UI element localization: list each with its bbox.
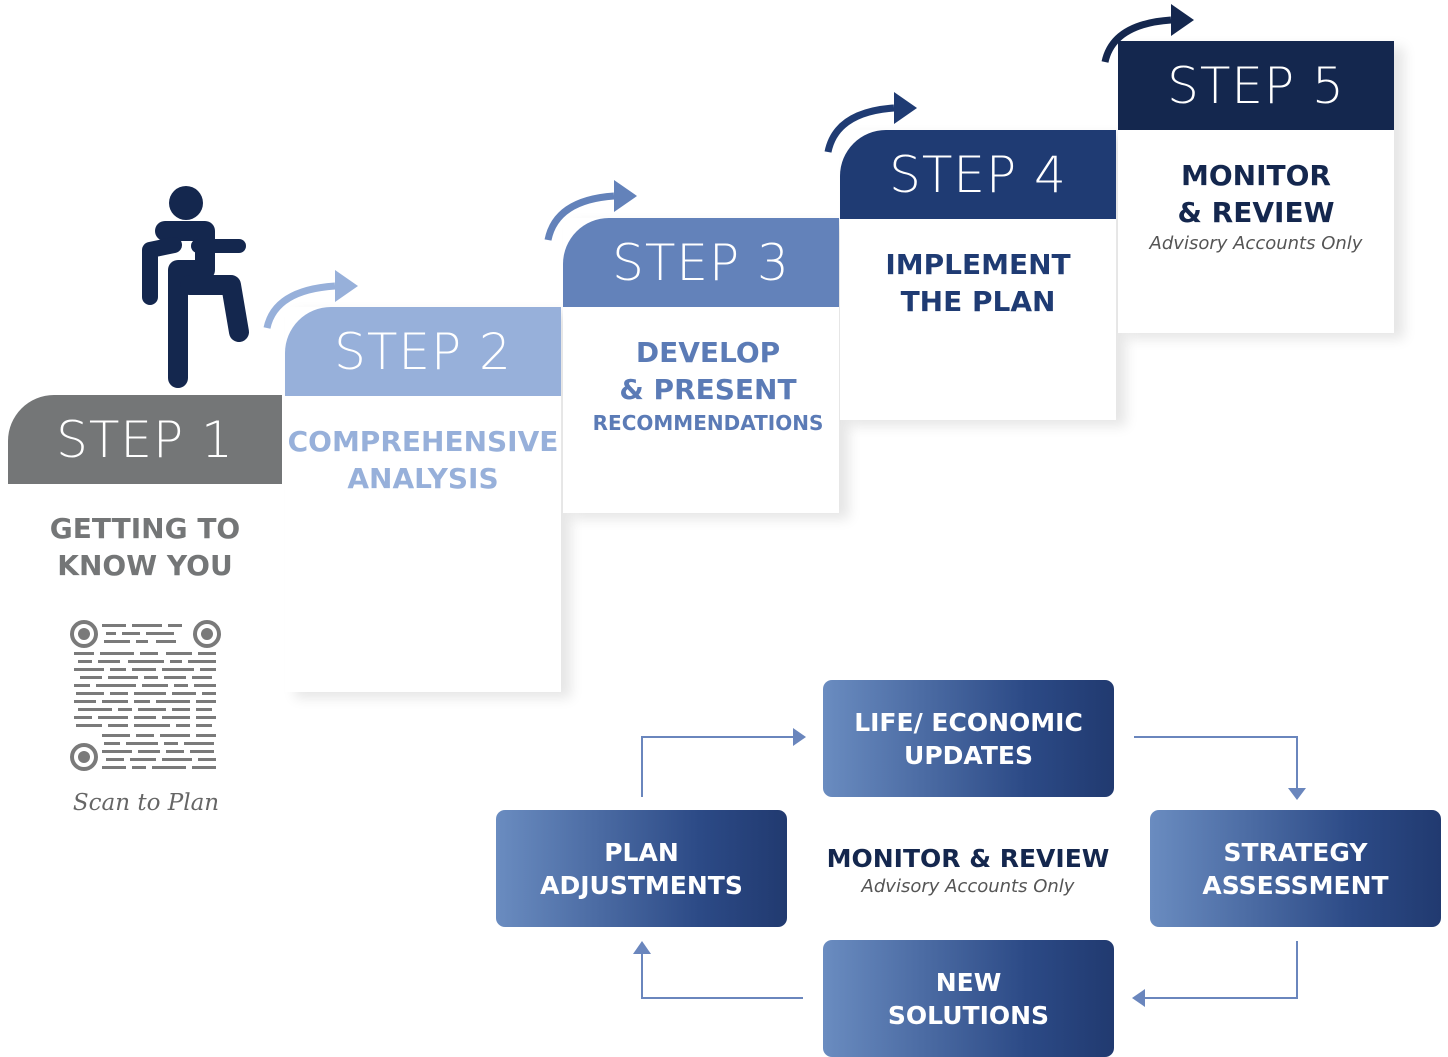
step-3-title-line1: DEVELOP [635, 336, 781, 369]
cycle-box-strategy-assessment: STRATEGY ASSESSMENT [1150, 810, 1441, 927]
step-5-title-line2: & REVIEW [1177, 196, 1335, 229]
step-5-label: STEP 5 [1167, 56, 1345, 115]
step-2-title: COMPREHENSIVE ANALYSIS [285, 423, 561, 497]
step-4-label: STEP 4 [889, 145, 1067, 204]
qr-code-icon [70, 620, 221, 771]
cycle-center-label: MONITOR & REVIEW Advisory Accounts Only [820, 843, 1116, 899]
cycle-arrow-icon [1134, 736, 1306, 800]
cycle-box-line: ADJUSTMENTS [540, 870, 743, 900]
step-3-header: STEP 3 [563, 218, 839, 307]
cycle-box-line: NEW [935, 967, 1002, 997]
cycle-box-new-solutions: NEW SOLUTIONS [823, 940, 1114, 1057]
step-5-title: MONITOR & REVIEW Advisory Accounts Only [1118, 157, 1394, 257]
step-4-header: STEP 4 [840, 130, 1116, 219]
step-1-header: STEP 1 [8, 395, 282, 484]
cycle-box-plan-adjustments: PLAN ADJUSTMENTS [496, 810, 787, 927]
cycle-arrow-icon [641, 728, 806, 797]
step-5-subtitle: Advisory Accounts Only [1149, 233, 1363, 254]
step-4-title-line1: IMPLEMENT [885, 248, 1071, 281]
qr-caption: Scan to Plan [72, 790, 220, 816]
step-1-title: GETTING TO KNOW YOU [8, 510, 282, 584]
step-1-label: STEP 1 [56, 410, 234, 469]
step-2-header: STEP 2 [285, 307, 561, 396]
step-5-header: STEP 5 [1118, 41, 1394, 130]
cycle-box-line: PLAN [604, 837, 679, 867]
cycle-box-life-economic-updates: LIFE/ ECONOMIC UPDATES [823, 680, 1114, 797]
cycle-box-line: UPDATES [904, 740, 1033, 770]
cycle-box-line: ASSESSMENT [1202, 870, 1389, 900]
step-4-title: IMPLEMENT THE PLAN [840, 246, 1116, 320]
step-2-label: STEP 2 [334, 322, 512, 381]
step-2-title-line2: ANALYSIS [347, 462, 499, 495]
cycle-box-line: SOLUTIONS [887, 1000, 1050, 1030]
cycle-arrow-icon [1132, 941, 1298, 1007]
step-1-title-line2: KNOW YOU [57, 549, 233, 582]
step-5-title-line1: MONITOR [1181, 159, 1331, 192]
step-3-title: DEVELOP & PRESENT RECOMMENDATIONS [563, 334, 853, 438]
step-1-title-line1: GETTING TO [49, 512, 241, 545]
cycle-box-line: LIFE/ ECONOMIC [854, 707, 1083, 737]
step-3-label: STEP 3 [612, 233, 790, 292]
step-2-title-line1: COMPREHENSIVE [287, 425, 559, 458]
cycle-arrow-icon [633, 941, 803, 999]
step-4-title-line2: THE PLAN [900, 285, 1056, 318]
person-climbing-icon [142, 186, 249, 388]
step-3-title-line2: & PRESENT [619, 373, 797, 406]
cycle-box-line: STRATEGY [1223, 837, 1368, 867]
cycle-center-title: MONITOR & REVIEW [826, 844, 1110, 873]
step-3-title-line3: RECOMMENDATIONS [592, 411, 824, 435]
cycle-center-subtitle: Advisory Accounts Only [861, 876, 1075, 897]
